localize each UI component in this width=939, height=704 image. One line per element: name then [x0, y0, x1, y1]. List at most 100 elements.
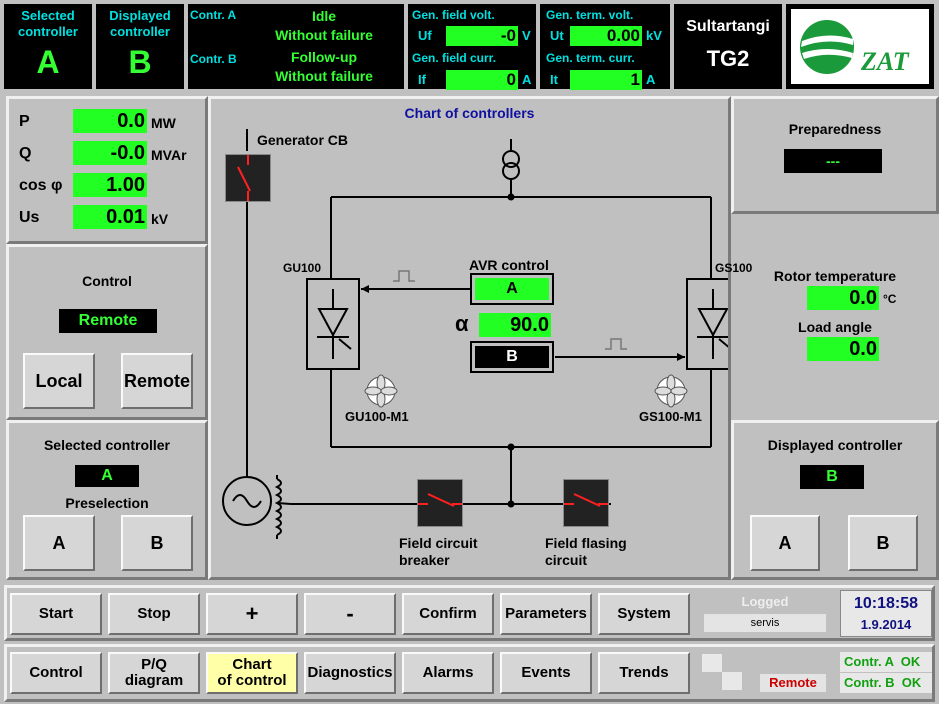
rotor-panel: Rotor temperature 0.0 °C Load angle 0.0: [731, 214, 939, 420]
local-button[interactable]: Local: [23, 353, 95, 409]
controllers-diagram: [222, 129, 728, 539]
gu100-m1-label: GU100-M1: [345, 409, 409, 424]
parameters-button[interactable]: Parameters: [500, 593, 592, 635]
display-a-button[interactable]: A: [750, 515, 820, 571]
avr-a-box[interactable]: A: [470, 273, 554, 305]
displayed-controller-title: Displayed controller: [767, 437, 903, 453]
alpha-symbol: α: [455, 311, 469, 336]
plus-button[interactable]: +: [206, 593, 298, 635]
us-value: 0.01: [73, 205, 147, 229]
displayed-controller-box: Displayed controller B: [96, 4, 184, 89]
preselect-a-button[interactable]: A: [23, 515, 95, 571]
ut-label: Ut: [550, 28, 564, 43]
preparedness-panel: Preparedness ---: [731, 96, 939, 214]
logo-box: ZAT: [786, 4, 934, 89]
logged-user: servis: [704, 614, 826, 632]
preparedness-value: ---: [784, 149, 882, 173]
cos-label: cos φ: [19, 177, 63, 194]
nav-chart-of-control-button[interactable]: Chart of control: [206, 652, 298, 694]
avr-control-label: AVR control: [469, 257, 549, 273]
field-circuit-breaker[interactable]: [417, 479, 463, 527]
ut-unit: kV: [646, 28, 662, 43]
field-cb-label-2: breaker: [399, 552, 450, 568]
station-box: Sultartangi TG2: [674, 4, 782, 89]
generator-cb-label: Generator CB: [257, 132, 349, 148]
if-label: If: [418, 72, 426, 87]
logo-text: ZAT: [861, 47, 909, 76]
us-unit: kV: [151, 211, 169, 227]
gen-term-box: Gen. term. volt. Ut 0.00 kV Gen. term. c…: [540, 4, 670, 90]
contr-b-status1: Follow-up: [290, 49, 358, 65]
controller-status-box: Contr. A Idle Without failure Contr. B F…: [188, 4, 404, 89]
rotor-temp-value: 0.0: [807, 286, 879, 310]
uf-value: -0: [446, 26, 518, 46]
unit-name: TG2: [706, 46, 750, 71]
gu100-fan-icon: [364, 374, 398, 408]
nav-control-button[interactable]: Control: [10, 652, 102, 694]
gen-term-volt-label: Gen. term. volt.: [546, 8, 634, 22]
avr-b-box[interactable]: B: [470, 341, 554, 373]
rotor-temp-unit: °C: [883, 292, 897, 306]
nav-pq-diagram-button[interactable]: P/Q diagram: [108, 652, 200, 694]
clock-time: 10:18:58: [853, 595, 919, 612]
p-unit: MW: [151, 115, 176, 131]
field-flashing-breaker[interactable]: [563, 479, 609, 527]
generator-cb-breaker[interactable]: [225, 154, 271, 202]
stop-button[interactable]: Stop: [108, 593, 200, 635]
field-cb-label-1: Field circuit: [399, 535, 478, 551]
q-unit: MVAr: [151, 147, 187, 163]
contr-a-status1: Idle: [311, 8, 337, 24]
nav-trends-button[interactable]: Trends: [598, 652, 690, 694]
display-b-button[interactable]: B: [848, 515, 918, 571]
nav-chart-line2: of control: [217, 672, 287, 689]
control-panel: Control Remote Local Remote: [6, 244, 208, 420]
nav-pq-line2: diagram: [124, 672, 184, 689]
displayed-controller-indicator: B: [800, 465, 864, 489]
alpha-value: 90.0: [479, 313, 551, 337]
nav-diagnostics-button[interactable]: Diagnostics: [304, 652, 396, 694]
displayed-controller-value: B: [128, 44, 152, 80]
it-label: It: [550, 72, 558, 87]
control-status: Remote: [59, 309, 157, 333]
breaker-open-icon: [237, 155, 251, 201]
selected-controller-box: Selected controller A: [4, 4, 92, 89]
status-square-2: [722, 672, 742, 690]
gs100-label: GS100: [715, 261, 753, 275]
nav-events-button[interactable]: Events: [500, 652, 592, 694]
minus-button[interactable]: -: [304, 593, 396, 635]
it-unit: A: [646, 72, 656, 87]
load-angle-value: 0.0: [807, 337, 879, 361]
preparedness-title: Preparedness: [788, 121, 882, 137]
p-value: 0.0: [73, 109, 147, 133]
system-button[interactable]: System: [598, 593, 690, 635]
status-square-1: [702, 654, 722, 672]
field-flash-label-1: Field flasing: [545, 535, 627, 551]
displayed-controller-panel: Displayed controller B A B: [731, 420, 939, 580]
remote-button[interactable]: Remote: [121, 353, 193, 409]
q-label: Q: [19, 145, 32, 162]
q-value: -0.0: [73, 141, 147, 165]
logo: ZAT: [791, 9, 929, 84]
measurements-panel: P 0.0 MW Q -0.0 MVAr cos φ 1.00 Us 0.01 …: [6, 96, 208, 244]
load-angle-label: Load angle: [798, 319, 872, 335]
avr-b-value: B: [475, 346, 549, 368]
breaker-open-icon: [564, 493, 608, 507]
preselect-b-button[interactable]: B: [121, 515, 193, 571]
gen-term-curr-label: Gen. term. curr.: [546, 51, 635, 65]
confirm-button[interactable]: Confirm: [402, 593, 494, 635]
selected-controller-title: Selected controller: [43, 437, 171, 453]
rotor-temp-label: Rotor temperature: [773, 268, 897, 284]
start-button[interactable]: Start: [10, 593, 102, 635]
selected-controller-indicator: A: [75, 465, 139, 487]
selected-controller-label: Selected controller: [18, 8, 78, 39]
nav-alarms-button[interactable]: Alarms: [402, 652, 494, 694]
diagram-panel: Chart of controllers: [208, 96, 752, 580]
if-unit: A: [522, 72, 532, 87]
gs100-fan-icon: [654, 374, 688, 408]
station-name: Sultartangi: [686, 18, 770, 35]
contr-b-label: Contr. B: [190, 52, 237, 66]
contr-b-ok: Contr. B OK: [840, 673, 932, 693]
selected-controller-value: A: [36, 44, 60, 80]
gu100-label: GU100: [283, 261, 322, 275]
contr-b-status2: Without failure: [275, 68, 373, 84]
